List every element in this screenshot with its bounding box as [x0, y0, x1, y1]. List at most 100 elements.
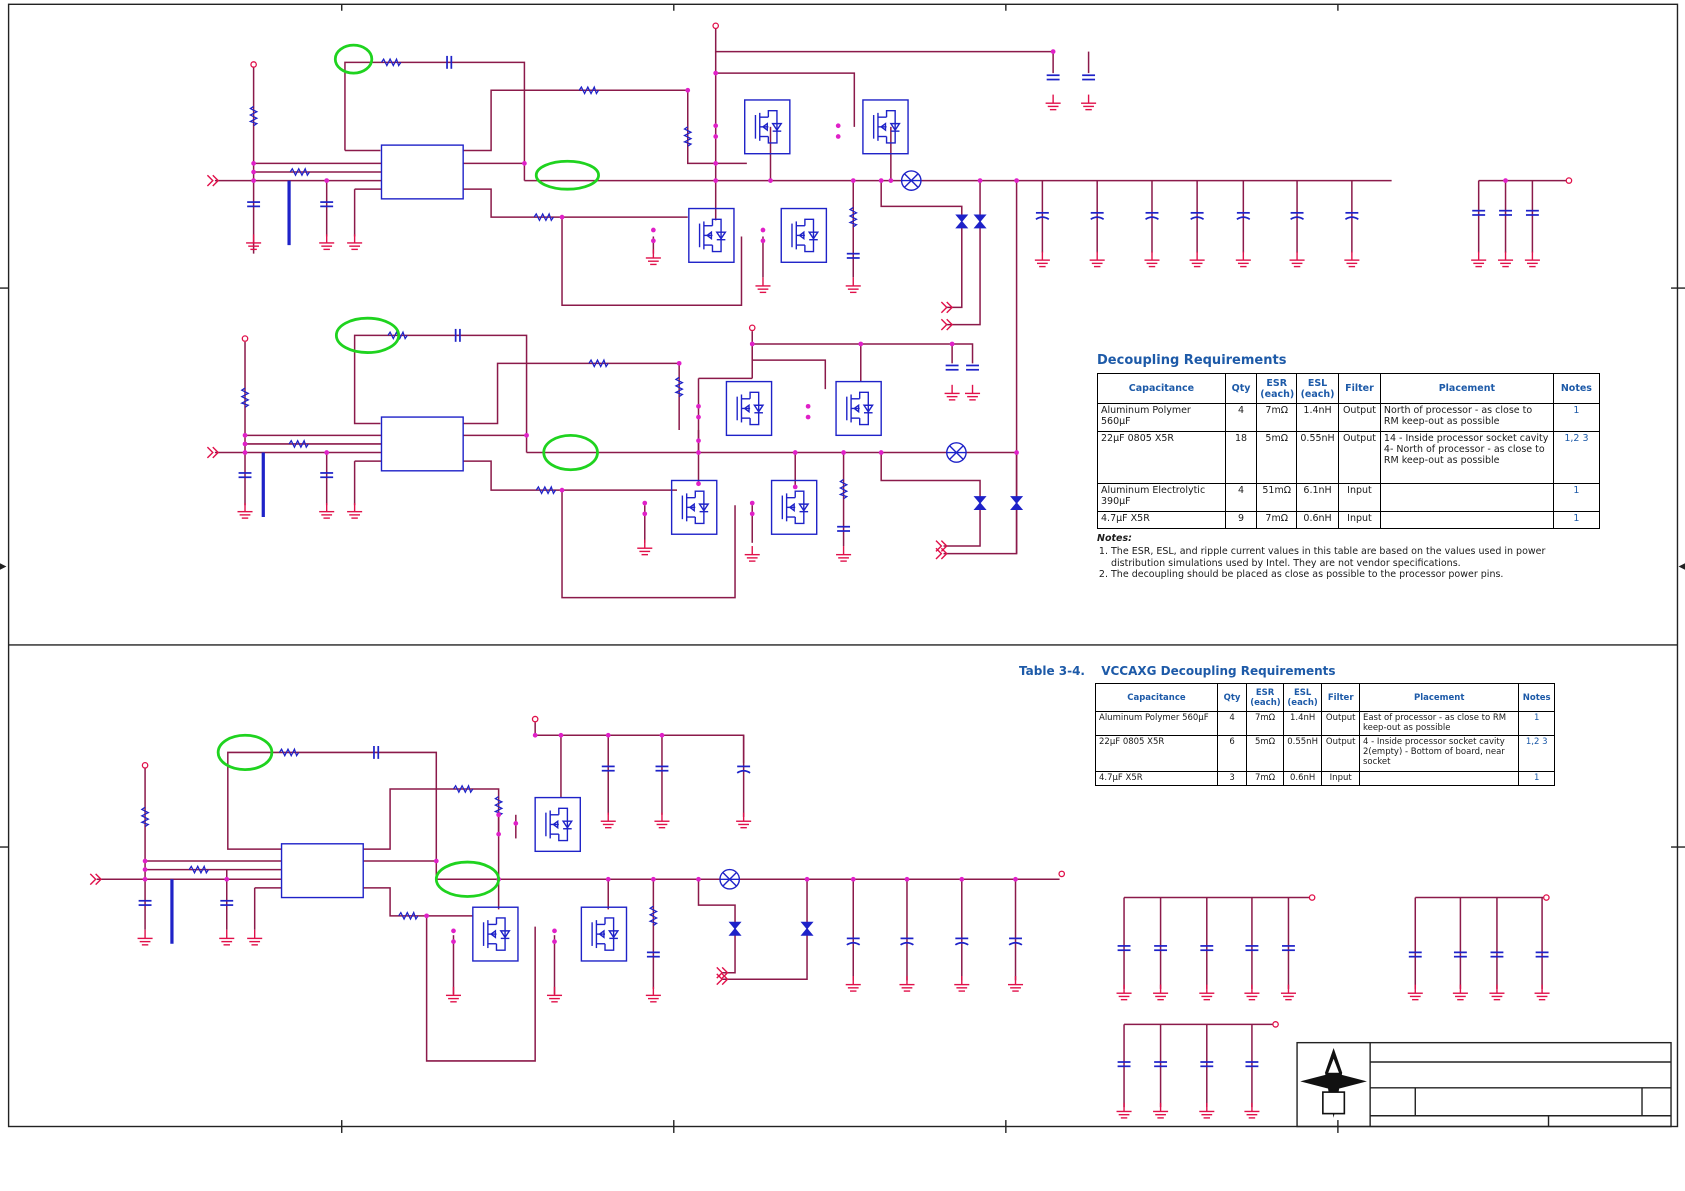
table-header-row: Capacitance Qty ESR (each) ESL (each) Fi… — [1097, 373, 1601, 404]
cell-capacitance: 4.7µF X5R — [1097, 511, 1226, 529]
table-header-row: Capacitance Qty ESR (each) ESL (each) Fi… — [1095, 683, 1555, 712]
cell-notes: 1 — [1518, 771, 1555, 786]
decoupling-table-2: Capacitance Qty ESR (each) ESL (each) Fi… — [1095, 683, 1555, 786]
col-esr: ESR (each) — [1256, 373, 1298, 404]
col-capacitance: Capacitance — [1095, 683, 1218, 712]
table-2-heading: Table 3-4. VCCAXG Decoupling Requirement… — [1019, 664, 1559, 678]
col-placement: Placement — [1379, 373, 1554, 404]
cell-esr: 7mΩ — [1256, 511, 1298, 529]
col-notes: Notes — [1552, 373, 1601, 404]
placement-line: North of processor - as close to RM keep… — [1383, 405, 1533, 427]
cell-placement — [1379, 483, 1554, 512]
cell-placement: North of processor - as close to RM keep… — [1379, 403, 1554, 432]
notes-label: Notes: — [1097, 533, 1132, 544]
company-logo — [1300, 1048, 1367, 1118]
col-qty: Qty — [1216, 683, 1248, 712]
cell-capacitance: 22µF 0805 X5R — [1097, 431, 1226, 484]
table-row: Aluminum Polymer 560µF 4 7mΩ 1.4nH Outpu… — [1095, 711, 1555, 736]
cell-capacitance: 4.7µF X5R — [1095, 771, 1218, 786]
cell-esl: 0.55nH — [1296, 431, 1339, 484]
decoupling-table-2-section: Table 3-4. VCCAXG Decoupling Requirement… — [1019, 664, 1559, 786]
cell-filter: Output — [1338, 403, 1381, 432]
cell-qty: 6 — [1216, 735, 1248, 772]
circuit-3 — [89, 715, 1551, 1119]
cell-esr: 7mΩ — [1246, 711, 1284, 736]
cell-placement: 4 - Inside processor socket cavity 2(emp… — [1358, 735, 1520, 772]
cell-esl: 1.4nH — [1296, 403, 1339, 432]
col-esr: ESR (each) — [1246, 683, 1284, 712]
cell-qty: 9 — [1224, 511, 1258, 529]
cell-notes: 1 — [1552, 511, 1601, 529]
controller-ic-2 — [380, 416, 464, 472]
cell-qty: 4 — [1224, 483, 1258, 512]
placement-line-2: 4- North of processor - as close to RM k… — [1383, 444, 1545, 466]
table-row: Aluminum Electrolytic 390µF 4 51mΩ 6.1nH… — [1097, 483, 1601, 512]
cell-filter: Output — [1338, 431, 1381, 484]
cell-capacitance: 22µF 0805 X5R — [1095, 735, 1218, 772]
cell-esl: 0.6nH — [1296, 511, 1339, 529]
note-item: The decoupling should be placed as close… — [1111, 569, 1602, 580]
drawing-frame — [0, 3, 1685, 1133]
cell-placement: 14 - Inside processor socket cavity 4- N… — [1379, 431, 1554, 484]
cell-capacitance: Aluminum Electrolytic 390µF — [1097, 483, 1226, 512]
cell-esl: 6.1nH — [1296, 483, 1339, 512]
cell-esr: 5mΩ — [1246, 735, 1284, 772]
col-filter: Filter — [1321, 683, 1360, 712]
cell-esr: 7mΩ — [1246, 771, 1284, 786]
col-placement: Placement — [1358, 683, 1520, 712]
note-item: The ESR, ESL, and ripple current values … — [1111, 546, 1602, 569]
placement-line: 14 - Inside processor socket cavity — [1383, 433, 1549, 444]
table-row: 22µF 0805 X5R 18 5mΩ 0.55nH Output 14 - … — [1097, 431, 1601, 484]
table-2-label: Table 3-4. — [1019, 664, 1085, 678]
cell-notes: 1,2 3 — [1518, 735, 1555, 772]
cell-esr: 51mΩ — [1256, 483, 1298, 512]
table-row: Aluminum Polymer 560µF 4 7mΩ 1.4nH Outpu… — [1097, 403, 1601, 432]
table-row: 22µF 0805 X5R 6 5mΩ 0.55nH Output 4 - In… — [1095, 735, 1555, 772]
cell-esl: 1.4nH — [1282, 711, 1323, 736]
table-2-title: VCCAXG Decoupling Requirements — [1101, 664, 1336, 678]
cell-filter: Input — [1338, 483, 1381, 512]
circuit-1 — [206, 22, 1573, 554]
cell-notes: 1 — [1552, 483, 1601, 512]
circuit-2 — [206, 316, 1023, 599]
cell-esr: 5mΩ — [1256, 431, 1298, 484]
cell-qty: 4 — [1216, 711, 1248, 736]
notes-list: The ESR, ESL, and ripple current values … — [1097, 546, 1602, 580]
cell-qty: 18 — [1224, 431, 1258, 484]
cell-capacitance: Aluminum Polymer 560µF — [1097, 403, 1226, 432]
cell-esl: 0.6nH — [1282, 771, 1323, 786]
col-qty: Qty — [1224, 373, 1258, 404]
col-notes: Notes — [1518, 683, 1555, 712]
controller-ic-3 — [280, 843, 364, 899]
cell-placement — [1379, 511, 1554, 529]
table-row: 4.7µF X5R 3 7mΩ 0.6nH Input 1 — [1095, 771, 1555, 786]
cell-filter: Output — [1321, 735, 1360, 772]
title-block — [1296, 1041, 1672, 1128]
decoupling-table-1-section: Decoupling Requirements Capacitance Qty … — [1097, 353, 1602, 581]
cell-filter: Output — [1321, 711, 1360, 736]
placement-line: 4 - Inside processor socket cavity — [1362, 737, 1505, 747]
controller-ic-1 — [380, 144, 464, 200]
cell-notes: 1,2 3 — [1552, 431, 1601, 484]
cell-esl: 0.55nH — [1282, 735, 1323, 772]
cell-filter: Input — [1338, 511, 1381, 529]
col-esl: ESL (each) — [1282, 683, 1323, 712]
decoupling-table-1: Capacitance Qty ESR (each) ESL (each) Fi… — [1097, 373, 1601, 529]
cell-filter: Input — [1321, 771, 1360, 786]
col-filter: Filter — [1338, 373, 1381, 404]
cell-esr: 7mΩ — [1256, 403, 1298, 432]
col-capacitance: Capacitance — [1097, 373, 1226, 404]
col-esl: ESL (each) — [1296, 373, 1339, 404]
table-1-title: Decoupling Requirements — [1097, 353, 1287, 368]
cell-placement — [1358, 771, 1520, 786]
cell-qty: 3 — [1216, 771, 1248, 786]
cell-capacitance: Aluminum Polymer 560µF — [1095, 711, 1218, 736]
cell-notes: 1 — [1518, 711, 1555, 736]
placement-line-2: 2(empty) - Bottom of board, near socket — [1362, 747, 1505, 767]
table-1-notes: Notes: The ESR, ESL, and ripple current … — [1097, 533, 1602, 581]
cell-notes: 1 — [1552, 403, 1601, 432]
table-row: 4.7µF X5R 9 7mΩ 0.6nH Input 1 — [1097, 511, 1601, 529]
cell-placement: East of processor - as close to RM keep-… — [1358, 711, 1520, 736]
cell-qty: 4 — [1224, 403, 1258, 432]
